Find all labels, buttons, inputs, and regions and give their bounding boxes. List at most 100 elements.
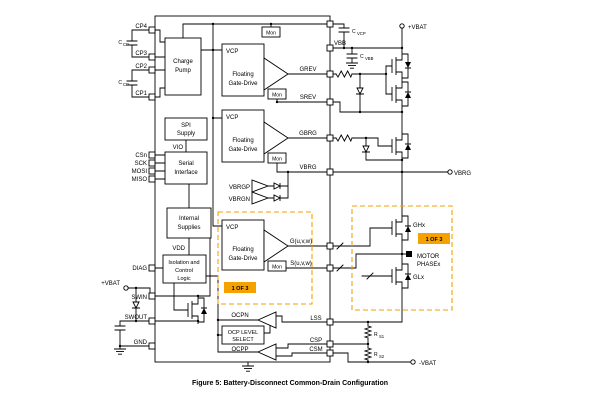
block-label: Floating [232, 247, 253, 253]
vbrgn-driver-icon [251, 191, 270, 205]
pin-cp2 [148, 66, 156, 74]
block-label: Floating [232, 138, 253, 144]
pin-guvw [326, 242, 334, 250]
pin-label-suvw: S(u,v,w) [290, 261, 312, 267]
block-label: Floating [232, 72, 253, 78]
pin-csm [326, 349, 334, 357]
mon-label: Mon [272, 156, 282, 162]
mon-box-bridge: Mon [267, 152, 287, 164]
ocp-level-select-block: OCP LEVEL SELECT [221, 325, 265, 345]
gate-drive-bridge-block: VCP Floating Gate-Drive [221, 109, 265, 163]
block-label: Control [175, 268, 193, 274]
pin-label-srev: SREV [300, 95, 316, 101]
gate-drive-rev-block: VCP Floating Gate-Drive [221, 43, 265, 97]
wire-ocp [205, 275, 331, 357]
pin-miso [148, 175, 156, 183]
pin-label-cp4: CP4 [135, 24, 147, 30]
pin-label-cp2: CP2 [135, 64, 147, 70]
vbrgn-label: VBRGN [229, 197, 250, 203]
pin-label-sck: SCK [135, 161, 147, 167]
wire-chargepump-pins [154, 29, 166, 98]
block-rect [164, 117, 208, 141]
vbat-neg-label: -VBAT [419, 361, 437, 367]
vbrgp-driver-icon [251, 179, 270, 193]
block-label: Gate-Drive [228, 256, 258, 262]
pin-label-diag: DIAG [132, 266, 147, 272]
battery-terminal-icon [410, 359, 416, 365]
glx-label: GLx [413, 275, 424, 281]
vbat-pos-top-label: +VBAT [408, 25, 427, 31]
block-rect [164, 37, 202, 96]
diode-icon [273, 182, 282, 202]
block-rect [164, 151, 208, 185]
pin-label-gnd: GND [134, 340, 148, 346]
vcp-label: VCP [226, 49, 238, 55]
pin-swin [148, 292, 156, 300]
wire-cp-caps [126, 29, 150, 98]
pin-vbrg [326, 168, 334, 176]
motor-phase-label: MOTOR [417, 254, 440, 260]
ground-icon [113, 348, 127, 355]
mosfet-switch-icon [181, 295, 208, 325]
battery-terminal-icon [399, 23, 405, 29]
ocpn-comparator-icon [256, 311, 277, 329]
pin-cp3 [148, 53, 156, 61]
vcp-label: VCP [226, 225, 238, 231]
mon-label: Mon [266, 30, 276, 36]
block-label: Interface [174, 170, 198, 176]
wire-vcp-bus [182, 23, 331, 227]
mon-box-rev: Mon [267, 88, 287, 100]
ic-outline [154, 15, 331, 363]
pin-cp4 [148, 26, 156, 34]
block-label: OCP LEVEL [228, 330, 258, 336]
c-vbb-sub: VBB [365, 56, 374, 61]
rs2-sub: S2 [379, 354, 385, 359]
one-of-three-region-driver [217, 211, 313, 305]
pin-lss [326, 318, 334, 326]
mon-box-phase: Mon [267, 260, 287, 272]
block-label: Supplies [177, 225, 200, 231]
internal-supplies-block: Internal Supplies [166, 207, 212, 239]
block-rect [221, 43, 265, 97]
mon-label: Mon [272, 92, 282, 98]
rs2-label: R [374, 352, 378, 358]
mosfet-ghx-icon [385, 213, 412, 243]
zener-diode-icon [132, 87, 370, 310]
block-label: Isolation and [168, 260, 199, 266]
block-label: Gate-Drive [228, 147, 258, 153]
pin-label-cp1: CP1 [135, 91, 147, 97]
pin-label-miso: MISO [132, 177, 148, 183]
mosfet-bridge-disconnect-icon [385, 131, 412, 161]
ocpp-comparator-icon [256, 343, 277, 361]
one-of-three-region-bridge [351, 205, 453, 311]
serial-interface-block: Serial Interface [164, 151, 208, 185]
block-label: Pump [175, 68, 191, 74]
battery-terminal-icon [123, 285, 129, 291]
figure-caption: Figure 5: Battery-Disconnect Common-Drai… [192, 380, 388, 387]
component-labels: C CP C CP C VCP C VBB R S1 R S2 [118, 29, 384, 359]
spi-supply-block: SPI Supply [164, 117, 208, 141]
mon-box-vcp: Mon [261, 26, 281, 38]
pin-labels-right: VBB GREV SREV GBRG VBRG G(u,v,w) S(u,v,w… [290, 41, 346, 353]
net-terminal-icon [447, 169, 453, 175]
block-rect [221, 109, 265, 163]
charge-pump-block: Charge Pump [164, 37, 202, 96]
wire-spi-logic [154, 139, 190, 269]
one-of-three-label: 1 OF 3 [426, 237, 443, 243]
pin-label-cp3: CP3 [135, 51, 147, 57]
pin-label-vbb: VBB [334, 41, 346, 47]
gate-driver-amp-icon [263, 121, 289, 155]
c-vcp-sub: VCP [357, 31, 366, 36]
c-cp-sub: CP [123, 82, 129, 87]
pin-swout [148, 317, 156, 325]
pin-diag [148, 264, 156, 272]
vio-label: VIO [173, 145, 184, 151]
bus-slash-icon [336, 242, 374, 280]
wire-left-external [114, 287, 249, 367]
gate-drive-phase-block: VCP Floating Gate-Drive [221, 219, 265, 271]
mon-label: Mon [272, 264, 282, 270]
pin-label-lss: LSS [310, 316, 321, 322]
pin-csn [148, 151, 156, 159]
pin-label-swin: SWIN [131, 295, 147, 301]
motor-phase-label: PHASEx [417, 262, 440, 268]
